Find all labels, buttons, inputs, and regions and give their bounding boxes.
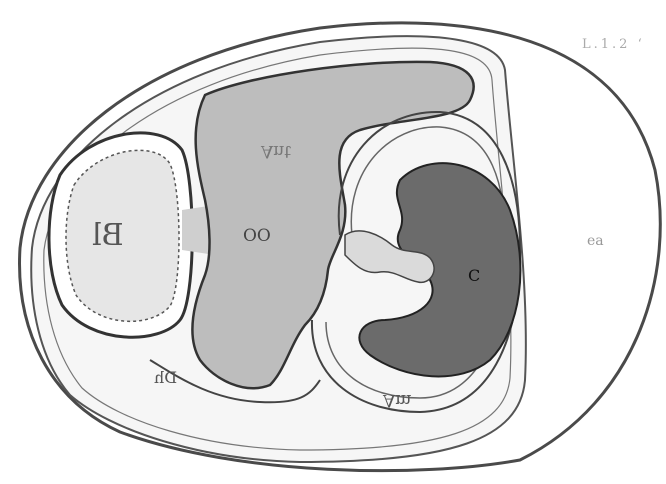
label-bl: Bl <box>92 218 124 253</box>
label-am: Am <box>383 390 411 410</box>
label-e: ea <box>587 233 604 249</box>
label-c: C <box>468 266 480 285</box>
label-corner: L.1.2 ‘ <box>582 37 645 52</box>
label-dh: Dh <box>154 368 177 387</box>
label-oo: OO <box>243 226 271 246</box>
label-rt: Ant <box>261 141 291 161</box>
